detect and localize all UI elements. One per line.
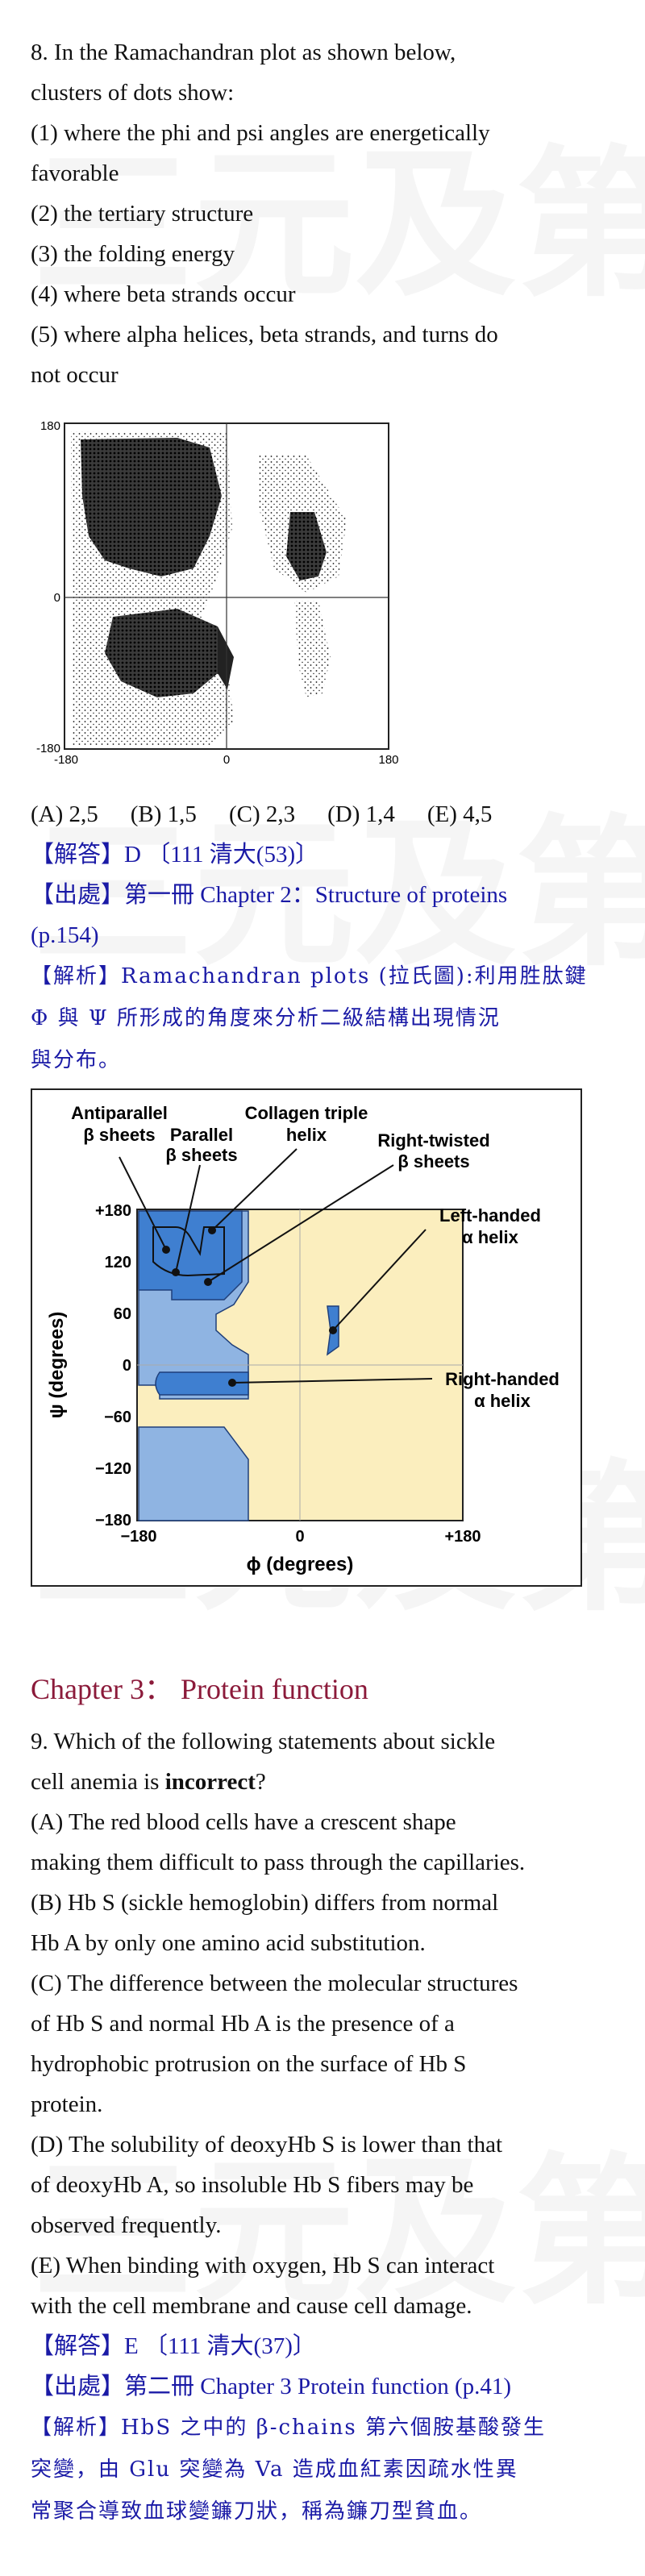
label-right-twisted-sheets: β sheets [397,1151,469,1171]
question-line: hydrophobic protrusion on the surface of… [31,2051,467,2077]
y-tick: +180 [95,1202,131,1220]
answer-block-8: (A) 2,5 (B) 1,5 (C) 2,3 (D) 1,4 (E) 4,5 … [31,794,613,1081]
y-tick: −180 [95,1512,131,1529]
question-line: (B) Hb S (sickle hemoglobin) differs fro… [31,1890,499,1916]
question-line: (2) the tertiary structure [31,201,254,227]
explanation-line: 常聚合導致血球變鐮刀狀，稱為鐮刀型貧血。 [31,2499,483,2524]
collagen-pointer [211,1148,298,1231]
beta-region-dense [81,438,222,576]
question-line: of Hb S and normal Hb A is the presence … [31,2011,455,2037]
core-alpha-region [155,1371,249,1396]
left-handed-region-dense [286,512,327,581]
label-antiparallel-sheets: β sheets [83,1125,155,1145]
question-line: (C) The difference between the molecular… [31,1970,518,1996]
source-page: (p.154) [31,922,99,948]
question-line: (A) The red blood cells have a crescent … [31,1809,456,1835]
left-handed-pointer [332,1229,427,1331]
question-8: 8. In the Ramachandran plot as shown bel… [31,32,613,395]
question-line: 9. Which of the following statements abo… [31,1729,496,1754]
question-line: observed frequently. [31,2212,222,2238]
label-antiparallel: Antiparallel [71,1103,168,1123]
label-left-handed-helix: α helix [462,1227,519,1247]
question-line: (4) where beta strands occur [31,281,296,307]
right-handed-pointer [231,1378,433,1384]
label-right-twisted: Right-twisted [377,1130,489,1151]
explanation-line: 【解析】Ramachandran plots (拉氏圖):利用胜肽鍵 [31,964,588,988]
plot-tick-x-mid: 0 [223,753,230,767]
question-line: 8. In the Ramachandran plot as shown bel… [31,40,456,65]
label-left-handed: Left-handed [439,1205,541,1226]
question-text: cell anemia is [31,1769,165,1795]
y-tick: −60 [104,1409,131,1426]
y-axis-label: ψ (degrees) [46,1312,68,1419]
label-right-handed-helix: α helix [474,1391,531,1411]
antiparallel-pointer [119,1156,167,1251]
question-line: of deoxyHb A, so insoluble Hb S fibers m… [31,2172,474,2198]
x-tick: +180 [444,1528,481,1546]
x-tick: −180 [120,1528,156,1546]
question-9: 9. Which of the following statements abo… [31,1721,613,2532]
ramachandran-region-diagram: Antiparallel β sheets Parallel β sheets … [31,1088,582,1587]
right-region-sparse [294,601,331,697]
question-line: protein. [31,2091,103,2117]
label-right-handed: Right-handed [445,1369,560,1389]
emphasis-incorrect: incorrect [164,1769,256,1795]
source-text: 【出處】第二冊 Chapter 3 Protein function (p.41… [31,2374,512,2399]
option-e: (E) 4,5 [427,801,493,827]
x-axis-label: ϕ (degrees) [247,1554,354,1575]
question-line: (3) the folding energy [31,241,235,267]
label-parallel: Parallel [170,1125,233,1145]
explanation-line: Φ 與 Ψ 所形成的角度來分析二級結構出現情況 [31,1006,501,1030]
y-tick: 60 [114,1305,131,1323]
y-tick: −120 [95,1460,131,1478]
plot-tick-y-top: 180 [40,419,60,433]
option-d: (D) 1,4 [327,801,395,827]
y-tick: 120 [105,1254,131,1271]
plot-tick-x-left: -180 [54,753,78,767]
plot-tick-y-bot: -180 [36,742,60,755]
label-parallel-sheets: β sheets [165,1145,237,1165]
question-line: Hb A by only one amino acid substitution… [31,1930,426,1956]
question-line: not occur [31,362,119,388]
label-collagen-helix: helix [286,1125,327,1145]
question-line: favorable [31,160,119,186]
answer-text: 【解答】E 〔111 清大(37)〕 [31,2333,316,2359]
plot-tick-y-mid: 0 [54,591,60,605]
question-line: (E) When binding with oxygen, Hb S can i… [31,2253,495,2278]
answer-text: 【解答】D 〔111 清大(53)〕 [31,842,319,868]
question-line: with the cell membrane and cause cell da… [31,2293,472,2319]
explanation-line: 與分布。 [31,1048,122,1072]
question-line: clusters of dots show: [31,80,235,106]
label-collagen: Collagen triple [245,1103,368,1123]
question-line: (5) where alpha helices, beta strands, a… [31,322,498,347]
question-line: (D) The solubility of deoxyHb S is lower… [31,2132,503,2158]
y-tick: 0 [123,1357,131,1375]
right-twisted-pointer [207,1164,394,1283]
source-text: 【出處】第一冊 Chapter 2：Structure of proteins [31,882,508,908]
option-b: (B) 1,5 [130,801,197,827]
parallel-pointer [175,1164,201,1273]
question-mark: ? [255,1769,266,1795]
alpha-region-dense [105,609,218,697]
question-line: cell anemia is incorrect? [31,1762,613,1802]
option-c: (C) 2,3 [228,801,296,827]
option-a: (A) 2,5 [31,801,98,827]
explanation-line: 【解析】HbS 之中的 β-chains 第六個胺基酸發生 [31,2416,546,2440]
question-line: (1) where the phi and psi angles are ene… [31,120,490,146]
ramachandran-scatter-plot: 180 0 -180 -180 0 180 [36,419,399,767]
x-tick: 0 [295,1528,304,1546]
question-line: making them difficult to pass through th… [31,1850,526,1875]
plot-tick-x-right: 180 [378,753,398,767]
explanation-line: 突變，由 Glu 突變為 Va 造成血紅素因疏水性異 [31,2457,518,2482]
chapter-heading: Chapter 3： Protein function [31,1673,368,1705]
answer-options: (A) 2,5 (B) 1,5 (C) 2,3 (D) 1,4 (E) 4,5 [31,794,613,834]
allowed-lower-region [138,1426,249,1521]
alpha-region-edge [218,626,234,689]
